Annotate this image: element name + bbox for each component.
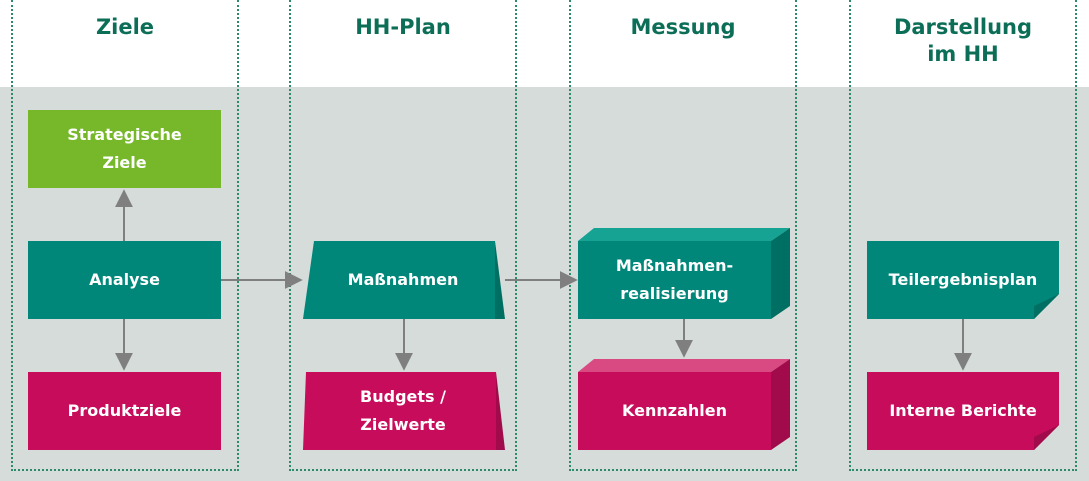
teilergebnisplan-label: Teilergebnisplan [888, 270, 1038, 289]
kennzahlen-top-face [578, 359, 790, 372]
analyse-label: Analyse [89, 270, 160, 289]
heading-hh-plan: HH-Plan [355, 15, 451, 39]
column-ziele-bottom [11, 469, 239, 473]
budgets-box [303, 372, 496, 450]
kennzahlen-label: Kennzahlen [622, 401, 727, 420]
column-messung [569, 0, 797, 471]
massnahmen-fold [495, 241, 505, 319]
massnahmen-box [303, 241, 495, 319]
realisierung-top-face [578, 228, 790, 241]
heading-ziele: Ziele [95, 15, 155, 39]
interne-berichte-box [867, 372, 1059, 450]
column-hh-plan-bottom [289, 469, 517, 473]
massnahmen-label: Maßnahmen [347, 270, 459, 289]
column-darstellung-bottom [849, 469, 1077, 473]
realisierung-side-face [771, 228, 790, 319]
budgets-fold [496, 372, 505, 450]
budgets-label: Budgets / Zielwerte [360, 387, 446, 434]
teilergebnisplan-fold [1034, 294, 1059, 319]
strategische-ziele-box [28, 110, 221, 188]
column-hh-plan [289, 0, 517, 471]
heading-messung: Messung [630, 15, 736, 39]
produktziele-box [28, 372, 221, 450]
interne-berichte-fold [1034, 425, 1059, 450]
column-ziele [11, 0, 239, 471]
interne-berichte-label: Interne Berichte [889, 401, 1037, 420]
kennzahlen-box [578, 372, 771, 450]
produktziele-label: Produktziele [67, 401, 182, 420]
analyse-box [28, 241, 221, 319]
teilergebnisplan-box [867, 241, 1059, 319]
heading-darstellung: Darstellung im HH [893, 15, 1033, 66]
realisierung-box [578, 241, 771, 319]
kennzahlen-side-face [771, 359, 790, 450]
column-messung-bottom [569, 469, 797, 473]
strategische-ziele-label: Strategische Ziele [67, 125, 182, 172]
realisierung-label: Maßnahmen- realisierung [615, 256, 734, 303]
column-darstellung [849, 0, 1077, 471]
